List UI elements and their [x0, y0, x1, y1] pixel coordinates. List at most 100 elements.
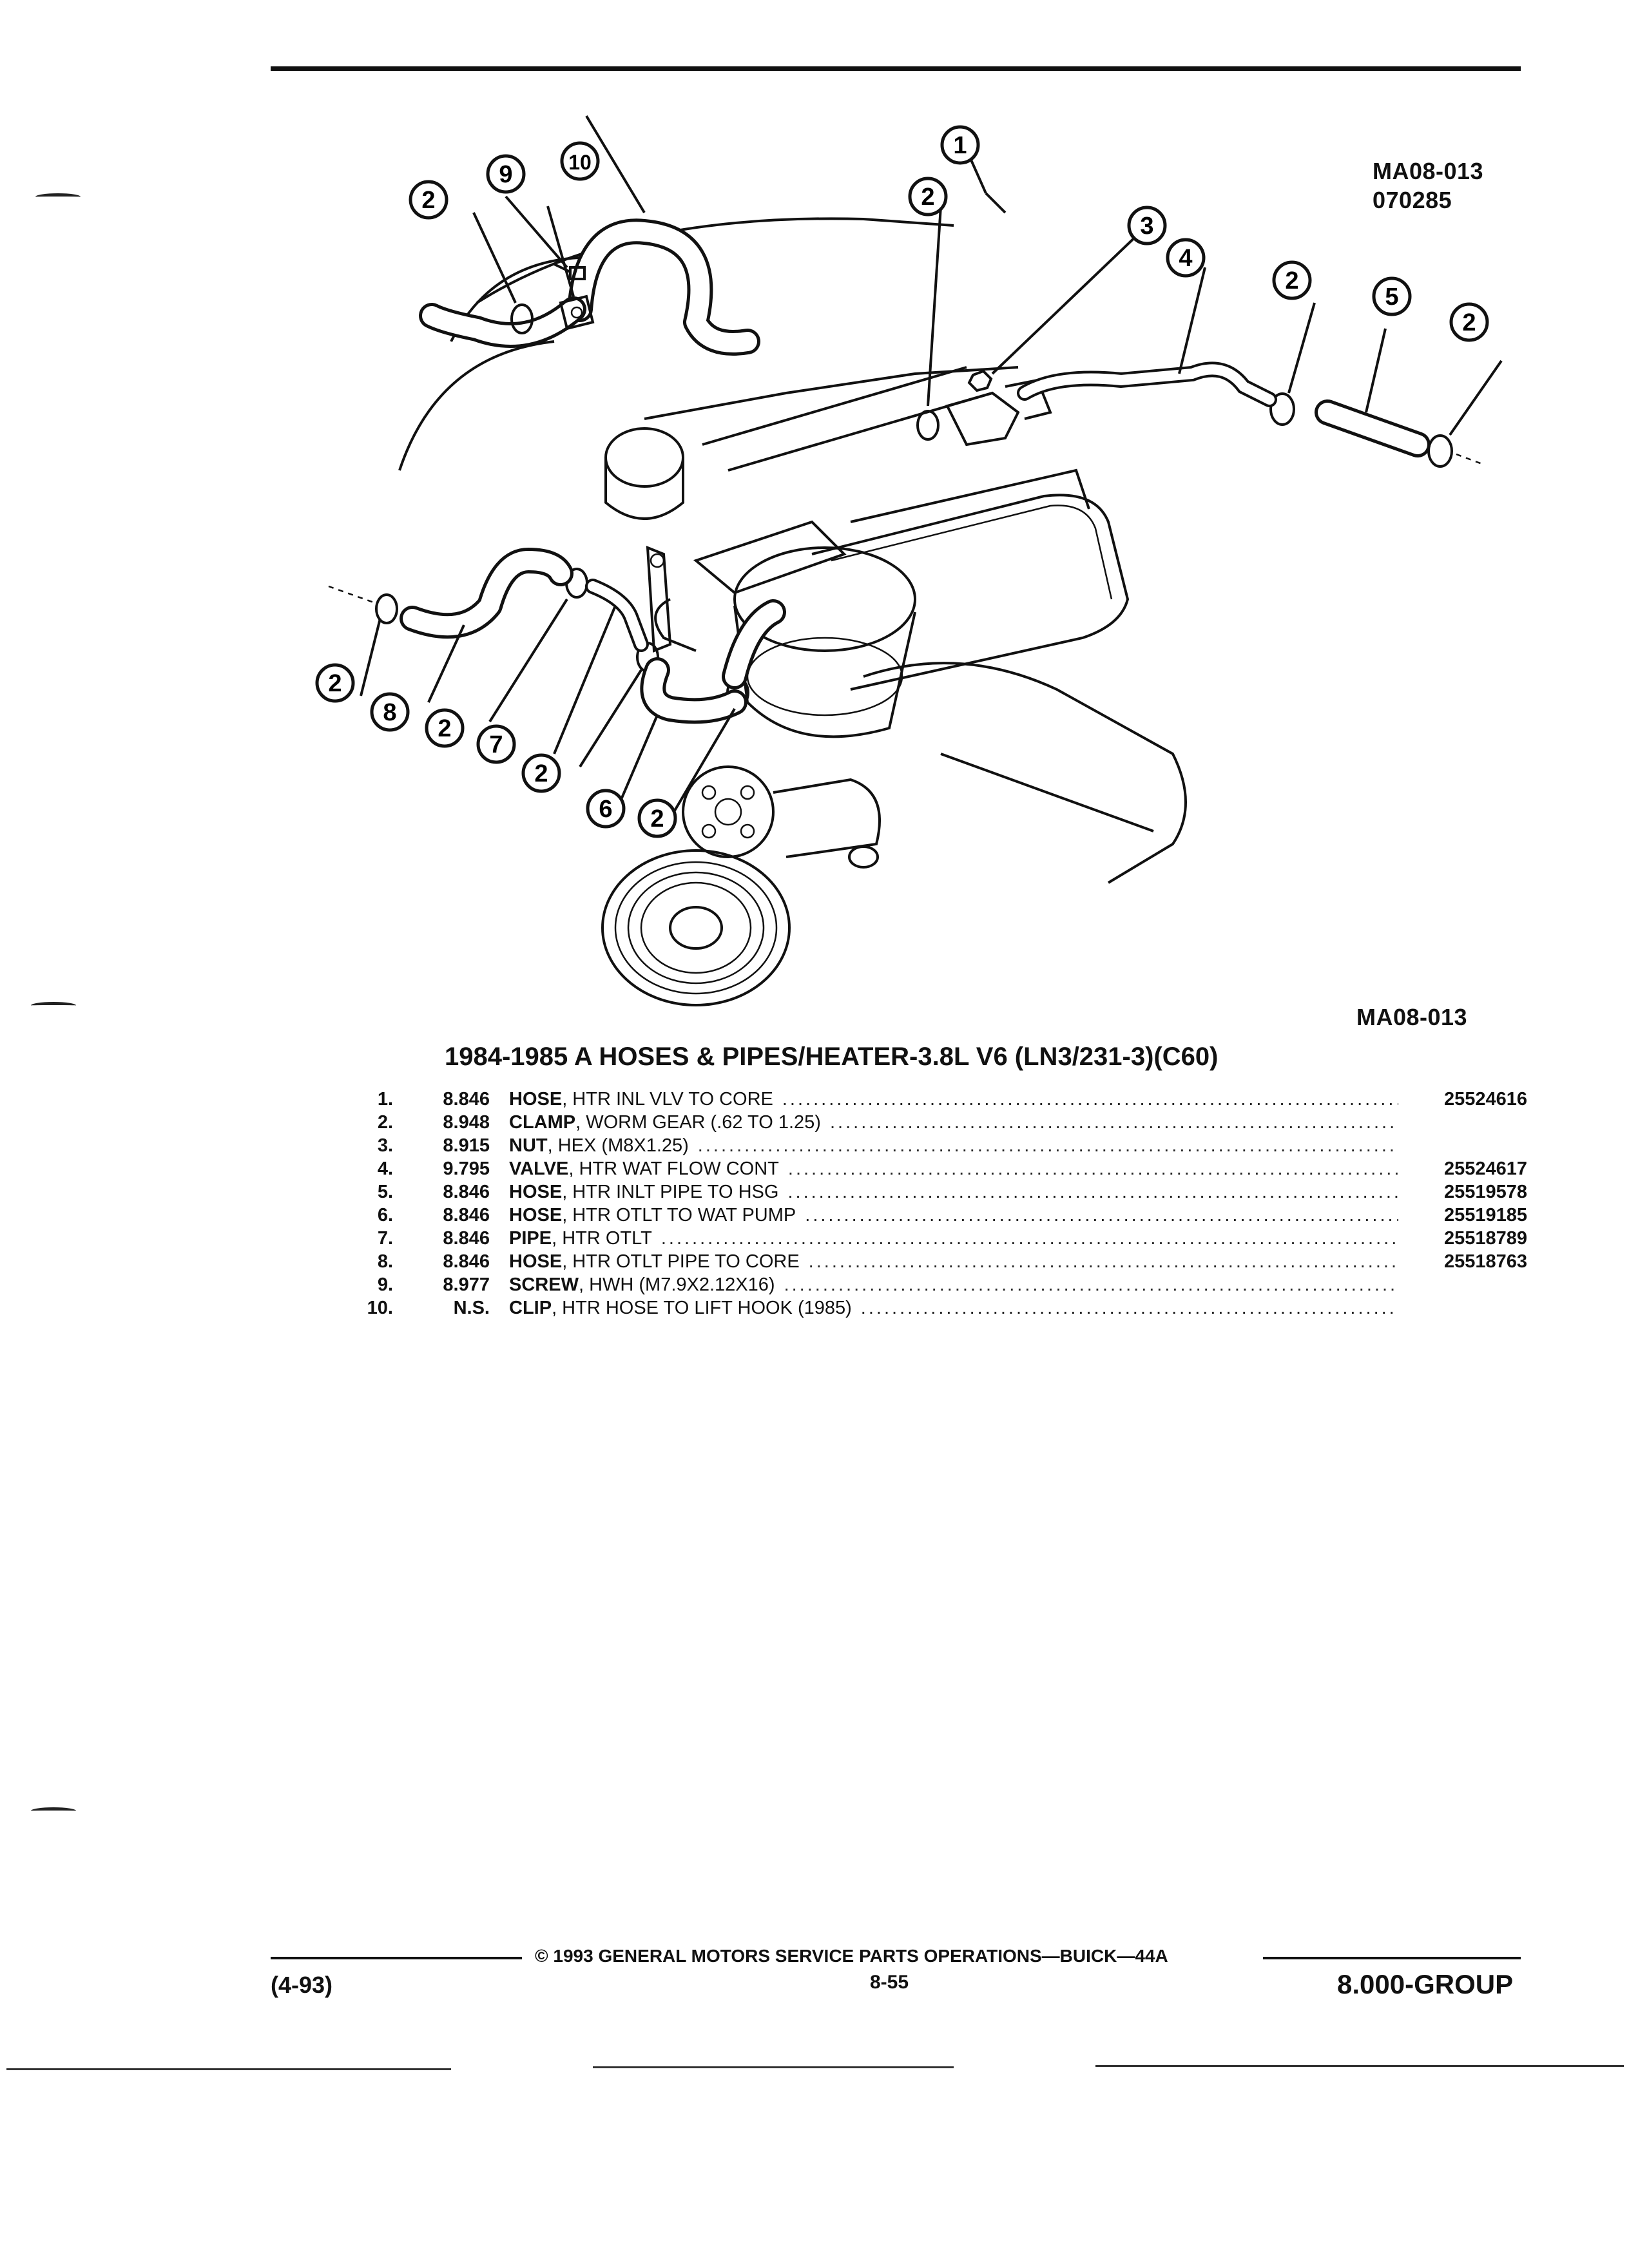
figure-code-bottom: MA08-013 — [1356, 1004, 1468, 1030]
callout-2: 2 — [315, 663, 355, 703]
part-name: NUT — [509, 1135, 548, 1156]
scan-mark — [31, 1002, 76, 1009]
svg-text:2: 2 — [534, 760, 548, 787]
parts-row: 9. 8.977 SCREW, HWH (M7.9X2.12X16)......… — [316, 1274, 1527, 1298]
part-name: HOSE — [509, 1251, 563, 1272]
part-description: , HTR WAT FLOW CONT — [568, 1158, 779, 1179]
svg-text:4: 4 — [1179, 245, 1192, 272]
hose-5 — [1315, 399, 1431, 457]
pipe-7 — [585, 579, 649, 652]
part-name: VALVE — [509, 1158, 569, 1179]
part-name: SCREW — [509, 1274, 579, 1295]
callout-3: 3 — [1127, 206, 1167, 245]
parts-list: 1. 8.846 HOSE, HTR INL VLV TO CORE......… — [316, 1089, 1527, 1321]
parts-row: 5. 8.846 HOSE, HTR INLT PIPE TO HSG.....… — [316, 1182, 1527, 1205]
callout-2: 2 — [409, 180, 448, 220]
part-description: , HTR INLT PIPE TO HSG — [562, 1182, 779, 1202]
callout-5: 5 — [1372, 276, 1412, 316]
svg-text:6: 6 — [599, 796, 612, 823]
callout-2: 2 — [521, 753, 561, 793]
group-code: N.S. — [453, 1298, 490, 1318]
callout-8: 8 — [370, 692, 410, 732]
item-number: 4. — [377, 1158, 393, 1179]
callout-1: 1 — [940, 125, 980, 165]
part-description: , HTR OTLT TO WAT PUMP — [562, 1205, 796, 1225]
part-name: CLIP — [509, 1298, 552, 1318]
callout-4: 4 — [1166, 238, 1206, 278]
svg-text:9: 9 — [499, 161, 512, 188]
clip-10 — [559, 294, 595, 331]
part-name: CLAMP — [509, 1112, 576, 1133]
parts-row: 6. 8.846 HOSE, HTR OTLT TO WAT PUMP.....… — [316, 1205, 1527, 1228]
item-number: 7. — [377, 1228, 393, 1249]
callout-2: 2 — [908, 177, 948, 216]
part-description: , HTR INL VLV TO CORE — [562, 1089, 773, 1110]
part-name: HOSE — [509, 1205, 563, 1225]
group-code: 8.846 — [443, 1089, 490, 1110]
svg-text:2: 2 — [1285, 267, 1298, 294]
group-code: 8.846 — [443, 1228, 490, 1249]
parts-row: 2. 8.948 CLAMP, WORM GEAR (.62 TO 1.25).… — [316, 1112, 1527, 1135]
scan-mark — [35, 193, 81, 200]
part-number: 25518789 — [1443, 1228, 1527, 1249]
callout-2: 2 — [1272, 260, 1312, 300]
footer-copyright: © 1993 GENERAL MOTORS SERVICE PARTS OPER… — [535, 1946, 1168, 1966]
parts-row: 4. 9.795 VALVE, HTR WAT FLOW CONT.......… — [316, 1158, 1527, 1182]
part-number: 25524617 — [1443, 1158, 1527, 1179]
svg-text:8: 8 — [383, 699, 396, 726]
part-number: 25519578 — [1443, 1182, 1527, 1202]
part-description: , WORM GEAR (.62 TO 1.25) — [575, 1112, 821, 1133]
top-rule — [271, 66, 1521, 71]
leader-lines — [360, 115, 1503, 820]
scan-mark — [31, 1807, 76, 1814]
svg-text:2: 2 — [421, 187, 435, 214]
part-number: 25519185 — [1443, 1205, 1527, 1225]
group-code: 8.915 — [443, 1135, 490, 1156]
group-code: 9.795 — [443, 1158, 490, 1179]
callout-7: 7 — [476, 724, 516, 764]
parts-row: 8. 8.846 HOSE, HTR OTLT PIPE TO CORE....… — [316, 1251, 1527, 1274]
item-number: 5. — [377, 1182, 393, 1202]
callout-2: 2 — [1449, 302, 1489, 342]
hose-6 — [640, 599, 786, 724]
group-label: 8.000-GROUP — [1337, 1969, 1514, 1999]
scan-edge — [1095, 2065, 1624, 2067]
callout-6: 6 — [586, 789, 626, 829]
footer-date: (4-93) — [271, 1972, 333, 1998]
item-number: 8. — [377, 1251, 393, 1272]
parts-row: 7. 8.846 PIPE, HTR OTLT.................… — [316, 1228, 1527, 1251]
screw-9 — [554, 263, 586, 280]
part-description: , HEX (M8X1.25) — [547, 1135, 689, 1156]
item-number: 3. — [377, 1135, 393, 1156]
parts-row: 10. N.S. CLIP, HTR HOSE TO LIFT HOOK (19… — [316, 1298, 1527, 1321]
part-name: HOSE — [509, 1089, 563, 1110]
svg-text:2: 2 — [328, 670, 342, 697]
svg-text:5: 5 — [1385, 284, 1398, 311]
item-number: 2. — [377, 1112, 393, 1133]
part-name: HOSE — [509, 1182, 563, 1202]
parts-row: 1. 8.846 HOSE, HTR INL VLV TO CORE......… — [316, 1089, 1527, 1112]
part-description: , HTR OTLT — [552, 1228, 652, 1249]
part-number: 25524616 — [1443, 1089, 1527, 1110]
footer-rule-right — [1263, 1957, 1521, 1959]
group-code: 8.948 — [443, 1112, 490, 1133]
section-title: 1984-1985 A HOSES & PIPES/HEATER-3.8L V6… — [445, 1043, 1219, 1071]
svg-text:10: 10 — [568, 151, 592, 174]
group-code: 8.846 — [443, 1205, 490, 1225]
svg-text:2: 2 — [921, 184, 934, 211]
svg-text:2: 2 — [438, 715, 451, 742]
callout-2: 2 — [637, 798, 677, 838]
engine-outline — [398, 217, 1187, 1006]
footer-rule-left — [271, 1957, 522, 1959]
scan-edge — [593, 2066, 954, 2068]
exploded-diagram: 1 2 2 2 2 2 2 2 2 3 4 5 6 7 8 9 10 — [315, 115, 1503, 1006]
item-number: 1. — [377, 1089, 393, 1110]
hose-1-htr-inl-vlv-to-core — [419, 218, 760, 356]
part-description: , HTR HOSE TO LIFT HOOK (1985) — [552, 1298, 852, 1318]
group-code: 8.846 — [443, 1182, 490, 1202]
nut-3 — [967, 369, 993, 392]
group-code: 8.977 — [443, 1274, 490, 1295]
part-number: 25518763 — [1443, 1251, 1527, 1272]
svg-text:2: 2 — [650, 805, 664, 832]
item-number: 10. — [367, 1298, 393, 1318]
